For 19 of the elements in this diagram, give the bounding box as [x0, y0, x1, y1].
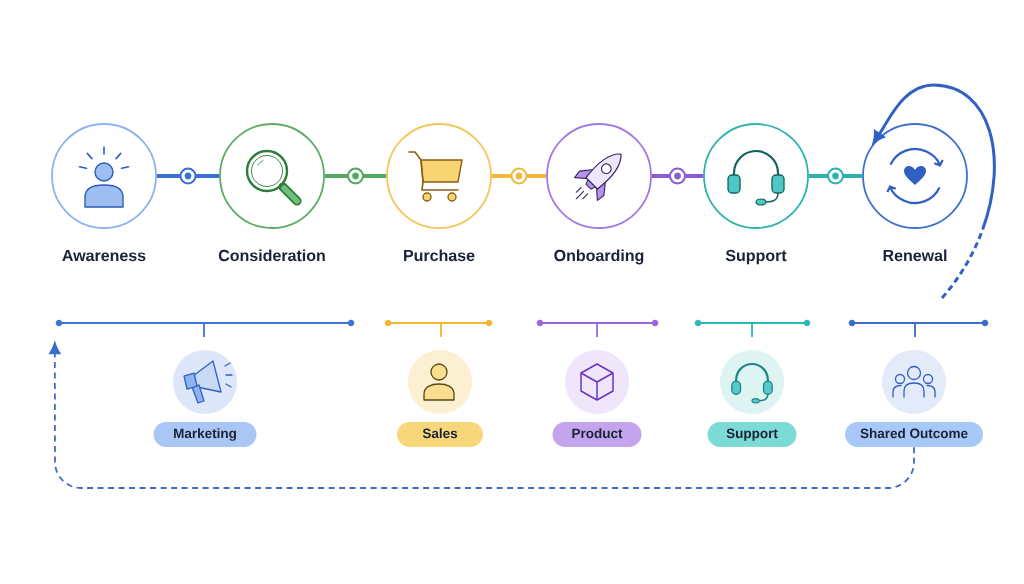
stage-label: Awareness: [62, 250, 146, 262]
stage-label: Onboarding: [554, 249, 644, 265]
dashed-arrow: [49, 342, 915, 489]
stage-label: Consideration: [218, 249, 325, 262]
stage-label: Purchase: [404, 249, 475, 262]
stage-label: Support: [725, 249, 787, 265]
bracket: [55, 319, 355, 338]
connector-line: [808, 174, 863, 178]
connector-line: [651, 174, 704, 178]
team-pill: Sales: [397, 422, 483, 447]
team-pill: Marketing: [153, 422, 257, 447]
team-pill: Support: [707, 422, 797, 447]
curved-arrow: [872, 83, 996, 299]
connector-line: [491, 174, 547, 178]
connector-line: [156, 174, 220, 178]
connector-line: [324, 174, 387, 178]
team-pill: Product: [552, 422, 642, 447]
team-pill: Shared Outcome: [845, 422, 983, 447]
stage-label: Renewal: [883, 249, 947, 262]
